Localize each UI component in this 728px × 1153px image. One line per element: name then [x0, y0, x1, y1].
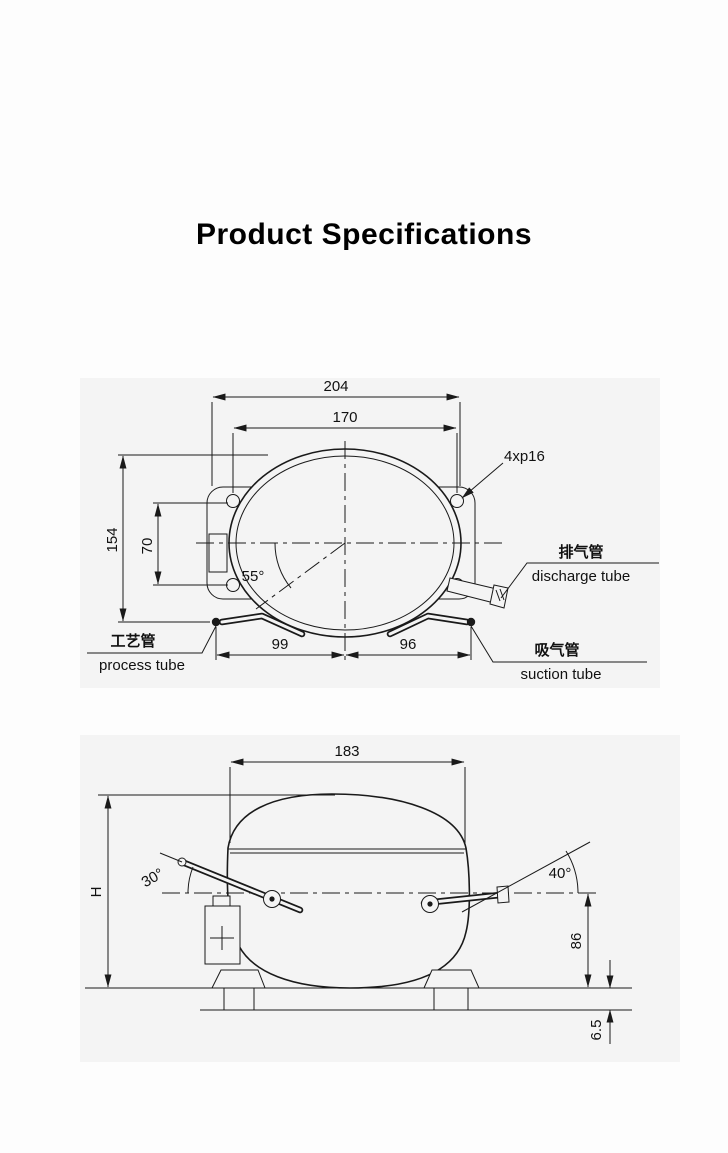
suction-label-cn: 吸气管 — [534, 641, 579, 659]
dim-99-96-extensions — [215, 627, 472, 660]
angle-30-arc — [187, 866, 194, 894]
callout-discharge: 排气管 discharge tube — [500, 543, 659, 599]
right-grommet — [433, 987, 469, 1011]
dim-170: 170 — [232, 409, 458, 493]
left-tube — [159, 852, 304, 914]
process-tube-end — [211, 617, 221, 627]
dim-204-label: 204 — [323, 378, 348, 395]
left-grommet — [223, 987, 255, 1011]
callout-discharge-leader — [500, 562, 659, 599]
dim-86: 86 — [568, 893, 592, 988]
dim-204: 204 — [211, 378, 461, 486]
mount-hole — [226, 578, 240, 592]
discharge-label-cn: 排气管 — [558, 543, 603, 561]
dim-6-5-label: 6.5 — [588, 1020, 605, 1041]
side-view-drawing: 30° 40° 183 H — [80, 735, 680, 1062]
discharge-tube-shape — [446, 577, 509, 609]
right-foot — [423, 969, 480, 989]
dim-154: 154 — [104, 454, 268, 623]
dim-183: 183 — [229, 743, 466, 843]
dim-70-label: 70 — [139, 538, 156, 555]
process-label-en: process tube — [99, 657, 185, 674]
angle-55-detail: 55° — [242, 542, 346, 610]
dim-96-label: 96 — [400, 636, 417, 653]
dim-H-label: H — [88, 887, 105, 898]
angle-40-label: 40° — [549, 865, 572, 882]
center-lines — [196, 441, 504, 661]
mount-hole — [226, 494, 240, 508]
terminal-cross — [210, 926, 234, 950]
ground-lines — [85, 987, 632, 1011]
weld-seam — [228, 848, 466, 854]
callout-process-leader — [87, 625, 217, 654]
callout-4xp16-label: 4xp16 — [504, 448, 545, 465]
compressor-body-side — [226, 793, 471, 989]
dim-183-extensions — [229, 767, 466, 843]
dim-99-label: 99 — [272, 636, 289, 653]
page-title: Product Specifications — [195, 218, 533, 251]
dim-H: H — [88, 794, 335, 988]
callout-4xp16-leader — [461, 462, 504, 499]
dim-70-extensions — [153, 502, 228, 586]
mount-hole — [450, 494, 464, 508]
dim-70: 70 — [139, 502, 228, 586]
dim-6-5: 6.5 — [588, 960, 614, 1044]
right-tube — [420, 885, 510, 913]
callout-suction: 吸气管 suction tube — [470, 625, 647, 683]
suction-label-en: suction tube — [521, 666, 602, 683]
dim-99-96: 99 96 — [215, 627, 472, 660]
angle-55-label: 55° — [242, 568, 265, 585]
mounting-feet — [211, 969, 480, 1011]
callout-suction-leader — [470, 625, 647, 663]
dim-170-extensions — [232, 433, 458, 493]
angle-40-arc — [565, 850, 579, 894]
discharge-label-en: discharge tube — [532, 568, 630, 585]
dim-204-extensions — [211, 402, 461, 486]
dim-86-label: 86 — [568, 933, 585, 950]
angle-40: 40° — [461, 841, 591, 913]
right-tube-flange — [496, 885, 510, 904]
process-label-cn: 工艺管 — [110, 632, 155, 650]
suction-tube-end — [466, 617, 476, 627]
left-foot — [211, 969, 266, 989]
angle-40-ray — [461, 841, 591, 913]
dim-170-label: 170 — [332, 409, 357, 426]
terminal-box — [204, 895, 241, 965]
callout-process: 工艺管 process tube — [87, 625, 217, 674]
callout-4xp16: 4xp16 — [461, 448, 545, 499]
dim-183-label: 183 — [334, 743, 359, 760]
dim-154-label: 154 — [104, 527, 121, 552]
bottom-tubes — [211, 612, 476, 638]
top-view-drawing: 55° 204 170 154 70 99 96 — [80, 378, 660, 688]
dim-154-extensions — [118, 454, 268, 623]
